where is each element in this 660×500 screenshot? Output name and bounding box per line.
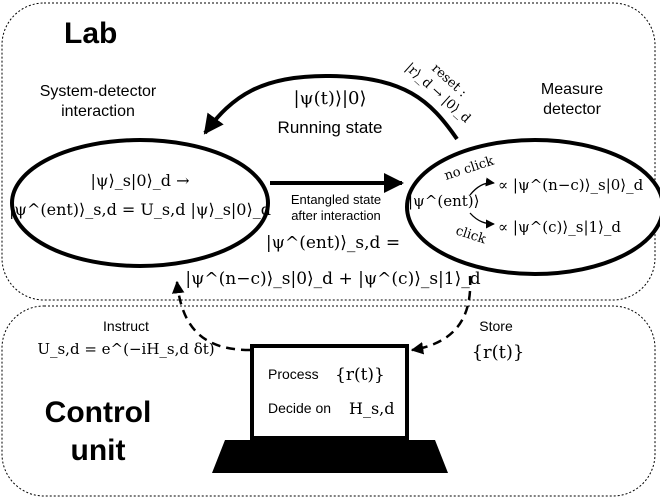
process-formula: {r(t)} <box>335 365 385 385</box>
right-node-click-formula: ∝ |ψ^(c)⟩_s|1⟩_d <box>498 218 621 236</box>
measure-detector-node <box>405 138 660 276</box>
right-node-no-click-formula: ∝ |ψ^(n−c)⟩_s|0⟩_d <box>498 176 644 194</box>
left-node-line1: |ψ⟩_s|0⟩_d → <box>91 171 190 190</box>
lab-region <box>1 2 656 301</box>
process-text: Process <box>268 366 319 382</box>
system-detector-node <box>10 138 270 268</box>
decide-text: Decide on <box>268 400 331 416</box>
computer-base <box>212 440 448 473</box>
right-node-state: |ψ^(ent)⟩ <box>408 192 480 210</box>
entangled-formula-line2: |ψ^(n−c)⟩_s|0⟩_d + |ψ^(c)⟩_s|1⟩_d <box>185 269 480 289</box>
store-label: Store <box>479 318 513 334</box>
entangled-formula-line1: |ψ^(ent)⟩_s,d = <box>266 233 400 253</box>
instruct-formula: U_s,d = e^(−iH_s,d δt) <box>37 340 214 358</box>
system-detector-label-line2: interaction <box>61 103 135 120</box>
left-node-line2: |ψ^(ent)⟩_s,d = U_s,d |ψ⟩_s|0⟩_d <box>9 200 271 219</box>
no-click-arrow <box>469 177 495 196</box>
control-unit-title-line2: unit <box>71 434 126 467</box>
running-state-label: Running state <box>278 118 383 137</box>
system-detector-label-line1: System-detector <box>40 83 157 100</box>
store-formula: {r(t)} <box>472 342 525 363</box>
measure-detector-label-line2: detector <box>543 101 601 118</box>
control-unit-title-line1: Control <box>45 396 152 429</box>
instruct-label: Instruct <box>103 318 149 334</box>
top-state-formula: |ψ(t)⟩|0⟩ <box>293 88 366 109</box>
control-unit-region <box>1 305 656 497</box>
running-state-arrow <box>203 73 459 141</box>
instruct-arrow <box>171 280 251 352</box>
decide-formula: H_s,d <box>349 399 395 418</box>
lab-title: Lab <box>64 17 117 50</box>
reset-label: reset : |r⟩_d → |0⟩_d <box>402 60 473 126</box>
entangled-state-label-line1: Entangled state <box>291 192 381 207</box>
store-arrow <box>410 275 472 355</box>
entangled-state-label-line2: after interaction <box>291 208 381 223</box>
click-arrow <box>469 212 495 229</box>
computer-screen <box>250 344 409 440</box>
measure-detector-label-line1: Measure <box>541 81 603 98</box>
